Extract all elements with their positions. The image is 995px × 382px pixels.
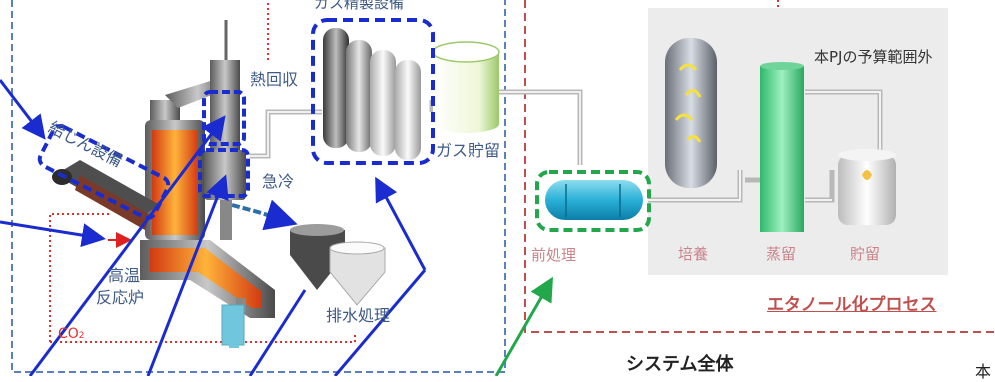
system-boundary-frame xyxy=(11,0,506,373)
feed-screw xyxy=(52,160,160,230)
navy-arrows xyxy=(0,79,427,376)
label-wastewater: 排水処理 xyxy=(326,306,391,325)
label-reactor: 反応炉 xyxy=(96,288,145,307)
quench-tower xyxy=(204,20,298,240)
quench-highlight xyxy=(198,148,250,198)
gas-refining-highlight xyxy=(311,18,435,165)
label-ethanol-process: エタノール化プロセス xyxy=(767,295,937,315)
pretreatment-highlight xyxy=(535,170,651,232)
label-co2: CO2 xyxy=(58,326,85,342)
gas-storage-tank xyxy=(432,41,500,133)
distillation-column xyxy=(760,66,804,232)
label-ethanol-storage: 貯留 xyxy=(850,245,881,263)
ethanol-storage-tank xyxy=(838,149,896,225)
label-gas-storage: ガス貯留 xyxy=(436,141,501,160)
co2-subscript: 2 xyxy=(78,331,85,341)
label-culture: 培養 xyxy=(678,245,709,263)
label-pretreatment: 前処理 xyxy=(531,246,577,264)
co2-loop-line xyxy=(49,213,356,343)
label-system-whole: システム全体 xyxy=(626,354,734,375)
green-arrow xyxy=(494,276,553,376)
label-distillation: 蒸留 xyxy=(766,245,797,263)
pretreatment-tank xyxy=(545,180,643,220)
gas-refining-cylinders xyxy=(323,28,421,160)
co2-text: CO xyxy=(58,326,79,342)
label-quench: 急冷 xyxy=(262,172,295,191)
fermenter-tank xyxy=(665,38,717,188)
label-out-of-budget: 本PJの予算範囲外 xyxy=(814,48,933,66)
label-high-temp: 高温 xyxy=(108,266,141,285)
feed-highlight xyxy=(37,124,171,220)
label-corner-fragment: 本 xyxy=(975,362,992,381)
ethanol-boundary xyxy=(524,0,995,333)
label-gas-refining: ガス精製設備 xyxy=(314,0,405,12)
label-heat-recovery: 熱回収 xyxy=(250,70,299,89)
wastewater-cones xyxy=(290,224,386,306)
heat-recovery-highlight xyxy=(202,90,246,146)
